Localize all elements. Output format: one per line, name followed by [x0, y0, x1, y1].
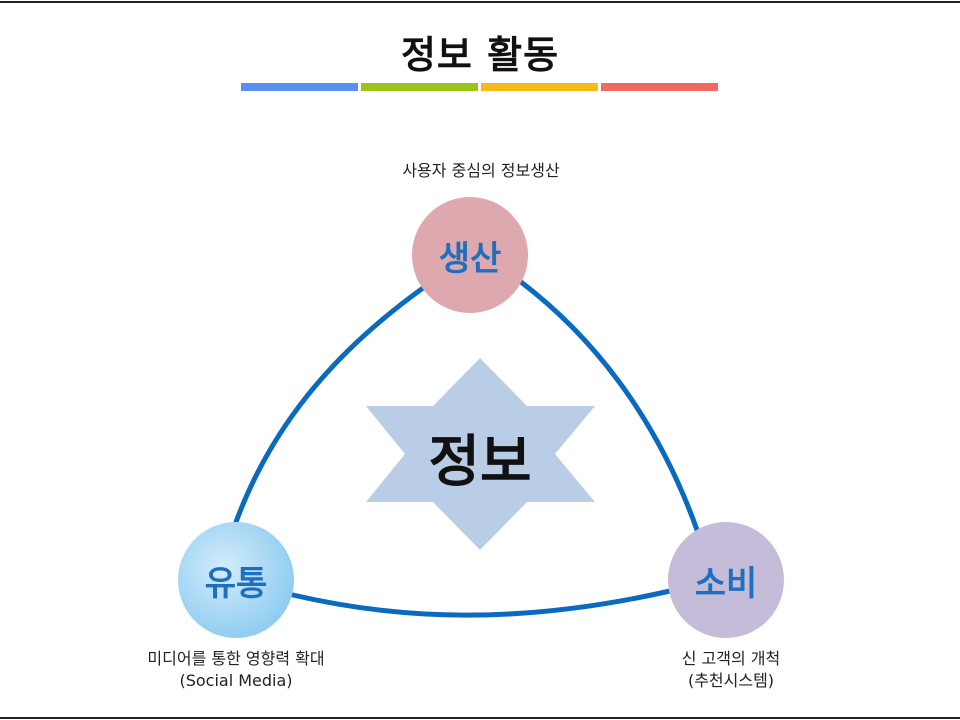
node-distribution-label: 유통 — [205, 564, 268, 604]
node-distribution-circle — [178, 522, 294, 638]
node-consumption-caption-line2: (추천시스템) — [688, 671, 774, 690]
underline-segment-green — [361, 83, 478, 91]
title-underline — [241, 83, 718, 91]
node-distribution-caption-line2: (Social Media) — [179, 671, 292, 690]
node-production-caption: 사용자 중심의 정보생산 — [402, 161, 560, 180]
underline-segment-yellow — [481, 83, 598, 91]
node-production-circle — [412, 197, 528, 313]
edge-production-consumption — [518, 279, 700, 533]
bottom-rule — [0, 717, 960, 719]
edge-production-distribution — [233, 285, 426, 525]
node-consumption-label: 소비 — [695, 564, 758, 604]
underline-segment-blue — [241, 83, 358, 91]
node-production-label: 생산 — [439, 239, 502, 279]
node-distribution-caption-line1: 미디어를 통한 영향력 확대 — [147, 649, 324, 668]
page-title: 정보 활동 — [400, 33, 560, 77]
node-consumption-circle — [668, 522, 784, 638]
edge-distribution-consumption — [290, 588, 673, 618]
underline-segment-red — [601, 83, 718, 91]
node-consumption-caption-line1: 신 고객의 개척 — [682, 649, 781, 668]
center-star-shape — [366, 358, 595, 550]
center-label: 정보 — [428, 430, 531, 495]
top-rule — [0, 1, 960, 3]
